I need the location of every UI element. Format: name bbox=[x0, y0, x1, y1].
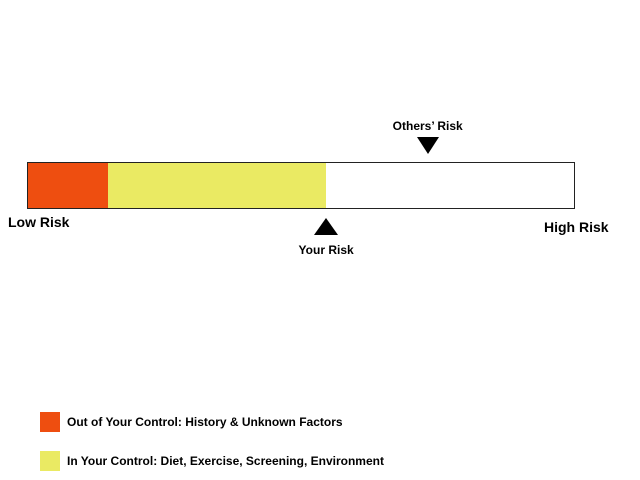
others-risk-marker-label: Others’ Risk bbox=[392, 119, 463, 133]
legend-item: In Your Control: Diet, Exercise, Screeni… bbox=[40, 451, 384, 471]
bar-segment-2 bbox=[107, 163, 327, 208]
legend-item: Out of Your Control: History & Unknown F… bbox=[40, 412, 343, 432]
legend-swatch bbox=[40, 412, 60, 432]
risk-bar bbox=[27, 162, 575, 209]
legend-label: In Your Control: Diet, Exercise, Screeni… bbox=[67, 454, 384, 468]
your-risk-marker-triangle bbox=[314, 218, 339, 235]
low-risk-label: Low Risk bbox=[8, 214, 70, 230]
legend-label: Out of Your Control: History & Unknown F… bbox=[67, 415, 343, 429]
your-risk-marker-label: Your Risk bbox=[298, 243, 354, 257]
legend-swatch bbox=[40, 451, 60, 471]
high-risk-label: High Risk bbox=[544, 219, 609, 235]
others-risk-marker-triangle bbox=[416, 137, 439, 154]
bar-segment-1 bbox=[28, 163, 108, 208]
